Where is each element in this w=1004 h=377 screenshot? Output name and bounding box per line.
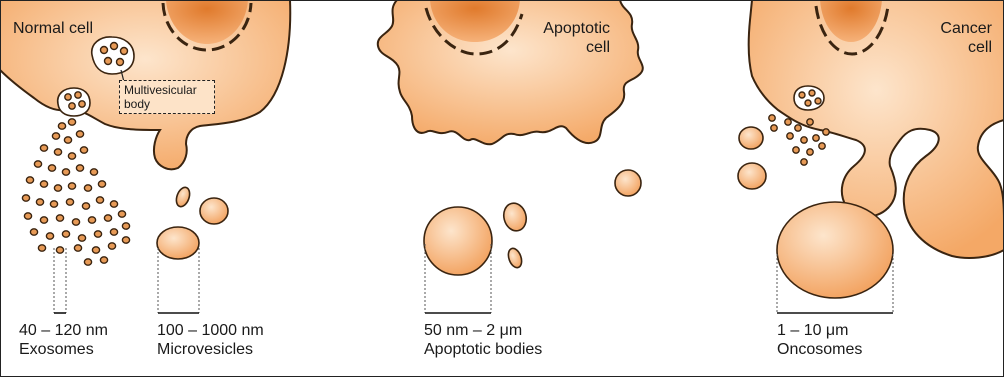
microvesicles-label: 100 – 1000 nm Microvesicles	[157, 321, 264, 359]
exosomes-label: 40 – 120 nm Exosomes	[19, 321, 108, 359]
oncosomes-size: 1 – 10 μm	[777, 321, 862, 340]
apoptotic-cell-label: Apoptotic cell	[520, 19, 610, 57]
oncosomes-label: 1 – 10 μm Oncosomes	[777, 321, 862, 359]
exosomes-name: Exosomes	[19, 340, 108, 359]
multivesicular-body-callout: Multivesicular body	[119, 80, 215, 114]
apoptotic-bodies-size: 50 nm – 2 μm	[424, 321, 542, 340]
microvesicles-size: 100 – 1000 nm	[157, 321, 264, 340]
cancer-cell-label: Cancer cell	[918, 19, 992, 57]
normal-cell-label: Normal cell	[13, 19, 83, 38]
exosomes-size: 40 – 120 nm	[19, 321, 108, 340]
microvesicles-name: Microvesicles	[157, 340, 264, 359]
apoptotic-bodies-name: Apoptotic bodies	[424, 340, 542, 359]
oncosomes-name: Oncosomes	[777, 340, 862, 359]
apoptotic-bodies-label: 50 nm – 2 μm Apoptotic bodies	[424, 321, 542, 359]
